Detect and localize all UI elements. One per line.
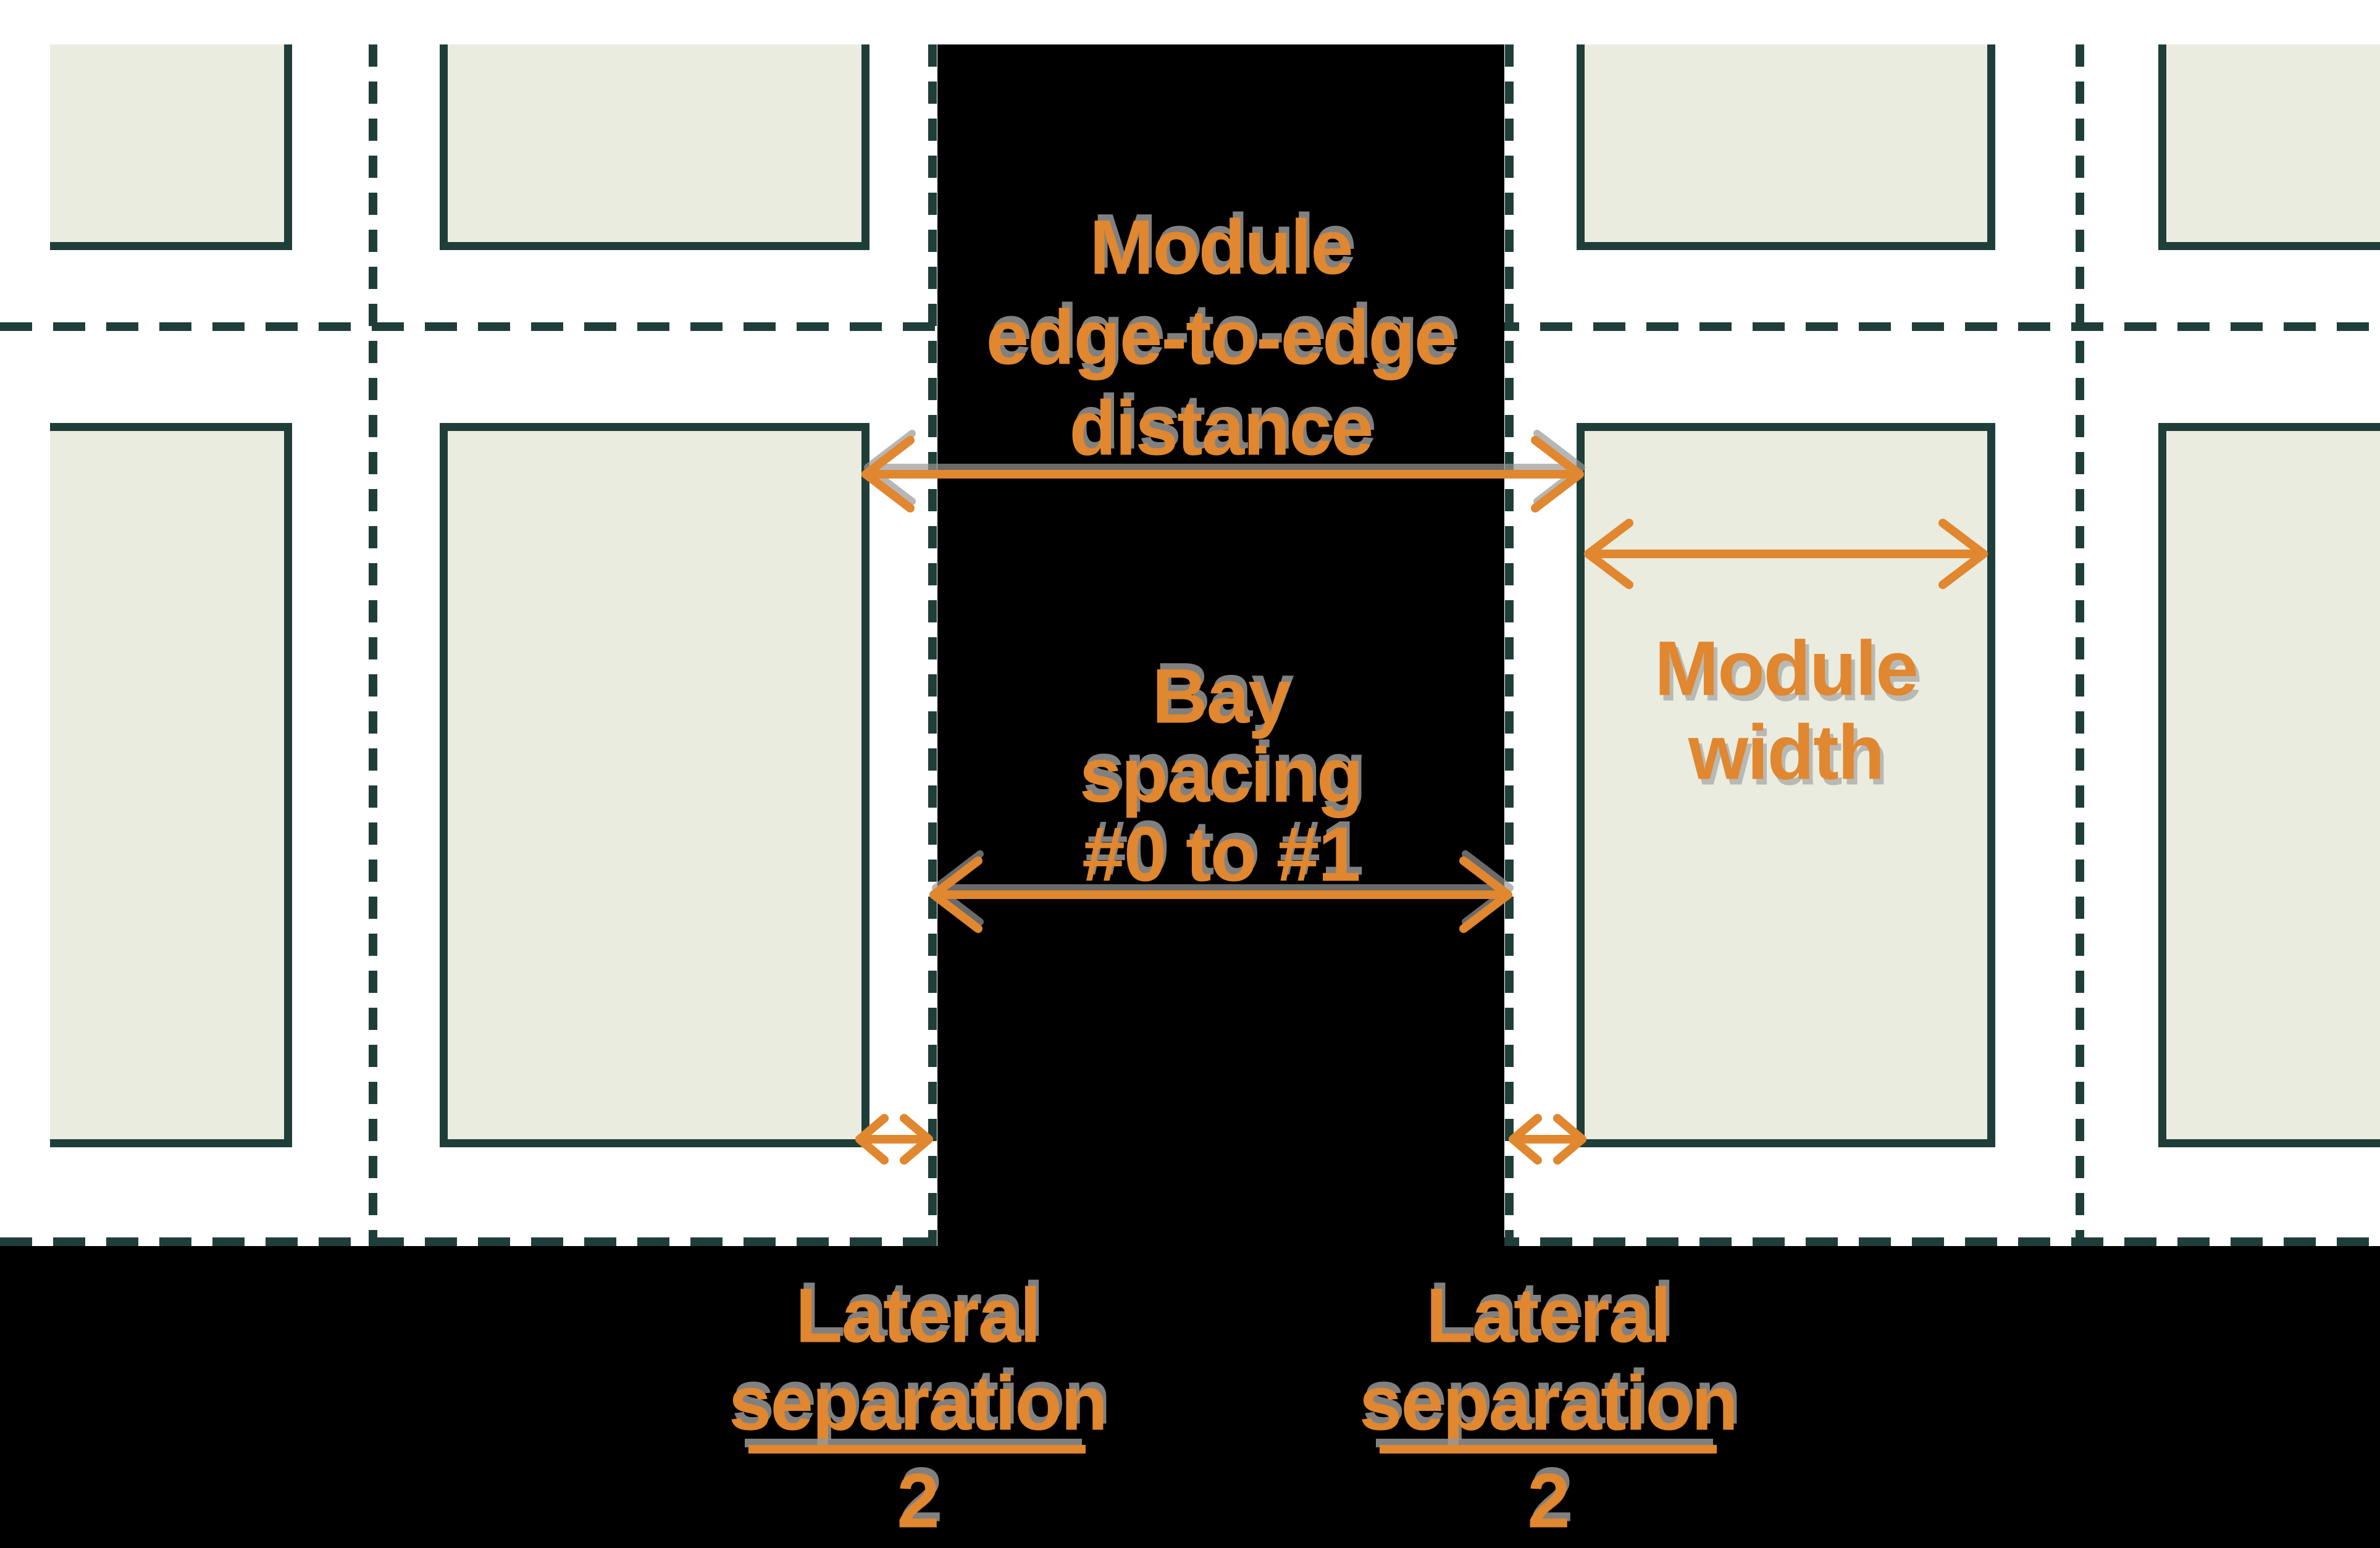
pv-module-row1-col4 (2158, 44, 2380, 250)
pv-module-row2-col1 (50, 423, 292, 1147)
module-edge-to-edge-label-line1: Module (1089, 204, 1353, 291)
lateral-separation-left-numerator-line2: separation (728, 1360, 1108, 1447)
lateral-separation-left-arrow (855, 1114, 933, 1165)
bay-spacing-label-line3: #0 to #1 (1082, 811, 1361, 898)
pv-module-row1-col3 (1577, 44, 1995, 250)
bay0-right-dashed-line (928, 44, 937, 1246)
foreground-black-region (0, 1246, 2380, 1548)
bay-boundary-dashed-line-far-left (369, 44, 377, 1246)
bay-boundary-dashed-line-far-right (2076, 44, 2084, 1246)
module-width-label-line1: Module (1654, 625, 1918, 712)
lateral-separation-right-numerator-line2: separation (1359, 1360, 1738, 1447)
lateral-separation-left-numerator-line1: Lateral (795, 1273, 1041, 1359)
pv-module-row1-col1 (50, 44, 292, 250)
bay-spacing-label-line2: spacing (1079, 732, 1364, 819)
pv-module-row2-col4 (2158, 423, 2380, 1147)
module-width-label-line2: width (1688, 709, 1885, 796)
lateral-separation-left-fraction-bar (748, 1445, 1086, 1454)
bay-spacing-label-line1: Bay (1152, 653, 1291, 740)
bay1-left-dashed-line (1505, 44, 1514, 1246)
lateral-separation-right-fraction-bar (1380, 1445, 1717, 1454)
lateral-separation-right-denominator: 2 (1527, 1458, 1570, 1544)
module-edge-to-edge-label-line2: edge-to-edge (986, 295, 1457, 381)
lateral-separation-right-arrow (1509, 1114, 1586, 1165)
lateral-separation-right-numerator-line1: Lateral (1426, 1273, 1672, 1359)
pv-module-row2-col2 (440, 423, 869, 1147)
lateral-separation-left-denominator: 2 (897, 1458, 940, 1544)
module-edge-to-edge-label-line3: distance (1069, 385, 1373, 472)
pv-module-row1-col2 (440, 44, 869, 250)
